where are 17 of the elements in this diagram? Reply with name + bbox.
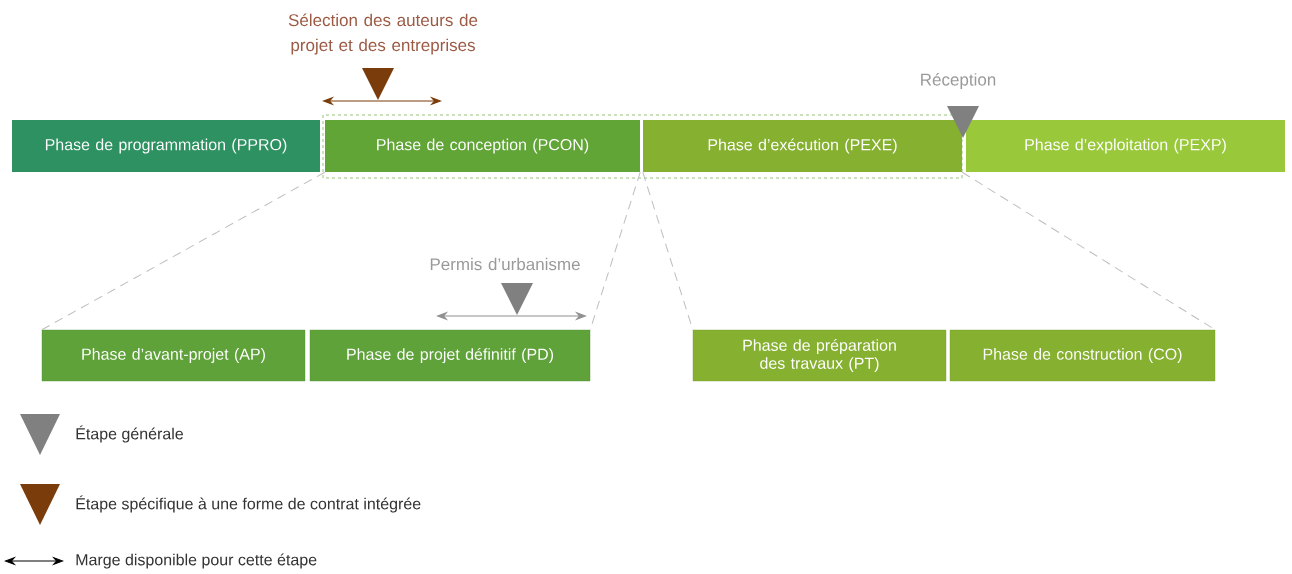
phase-bar: Phase d’exploitation (PEXP) xyxy=(966,120,1285,172)
milestone-label: Sélection des auteurs de projet et des entreprises xyxy=(288,13,478,55)
phase-bar: Phase de programmation (PPRO) xyxy=(12,120,320,172)
phase-bar: Phase d’exécution (PEXE) xyxy=(643,120,962,172)
legend-text: Marge disponible pour cette étape xyxy=(76,553,317,569)
phase-bar: Phase d’avant-projet (AP) xyxy=(41,329,306,382)
milestone-label: Réception xyxy=(921,73,996,90)
phase-bar: Phase de projet définitif (PD) xyxy=(309,329,591,382)
milestone-label: Permis d’urbanisme xyxy=(430,257,580,271)
legend-text: Étape spécifique à une forme de contrat intégrée xyxy=(76,495,421,513)
phase-bar: Phase de construction (CO) xyxy=(949,329,1216,382)
zoom-line xyxy=(642,171,694,331)
zoom-line xyxy=(41,171,326,331)
phase-bar: Phase de conception (PCON) xyxy=(325,120,640,172)
zoom-line xyxy=(589,171,641,331)
phase-bar: Phase de préparation des travaux (PT) xyxy=(692,329,947,382)
legend-text: Étape générale xyxy=(76,425,183,443)
